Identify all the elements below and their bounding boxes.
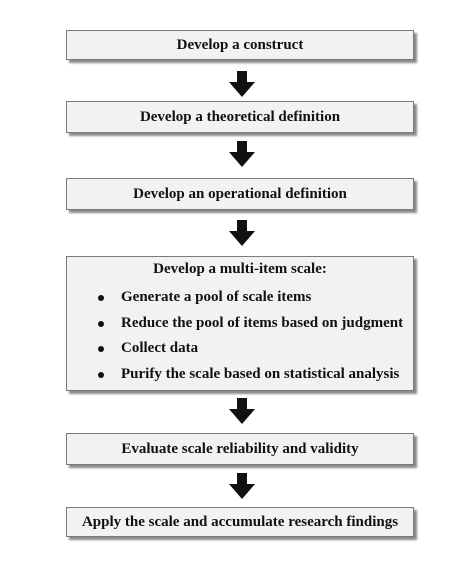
bullet-icon [98,346,104,352]
step-label: Develop a construct [176,36,304,53]
step-label: Evaluate scale reliability and validity [121,440,359,457]
step-label: Develop a theoretical definition [139,108,341,125]
bullet-icon [98,371,104,378]
down-arrow-icon [229,141,255,167]
bullet-icon [98,295,104,301]
step-apply-scale: Apply the scale and accumulate research … [66,507,414,537]
list-item: Purify the scale based on statistical an… [67,362,403,388]
down-arrow-icon [229,398,255,424]
step-operational-definition: Develop an operational definition [66,178,414,210]
step-multi-item-scale: Develop a multi-item scale: Generate a p… [66,256,414,391]
step-develop-construct: Develop a construct [66,30,414,60]
bullet-icon [98,320,104,327]
bullet-list: Generate a pool of scale items Reduce th… [67,285,403,387]
step-theoretical-definition: Develop a theoretical definition [66,101,414,133]
down-arrow-icon [229,71,255,97]
step-label: Apply the scale and accumulate research … [81,513,399,530]
list-item: Collect data [67,336,403,362]
bullet-text: Collect data [121,340,199,356]
bullet-text: Purify the scale based on statistical an… [121,365,400,382]
bullet-text: Generate a pool of scale items [121,289,312,305]
list-item: Reduce the pool of items based on judgme… [67,311,403,337]
down-arrow-icon [229,220,255,246]
step-evaluate-reliability: Evaluate scale reliability and validity [66,433,414,465]
down-arrow-icon [229,473,255,499]
bullet-text: Reduce the pool of items based on judgme… [121,314,404,331]
list-item: Generate a pool of scale items [67,285,403,311]
step-label: Develop an operational definition [133,185,347,202]
step-label: Develop a multi-item scale: [153,261,327,277]
